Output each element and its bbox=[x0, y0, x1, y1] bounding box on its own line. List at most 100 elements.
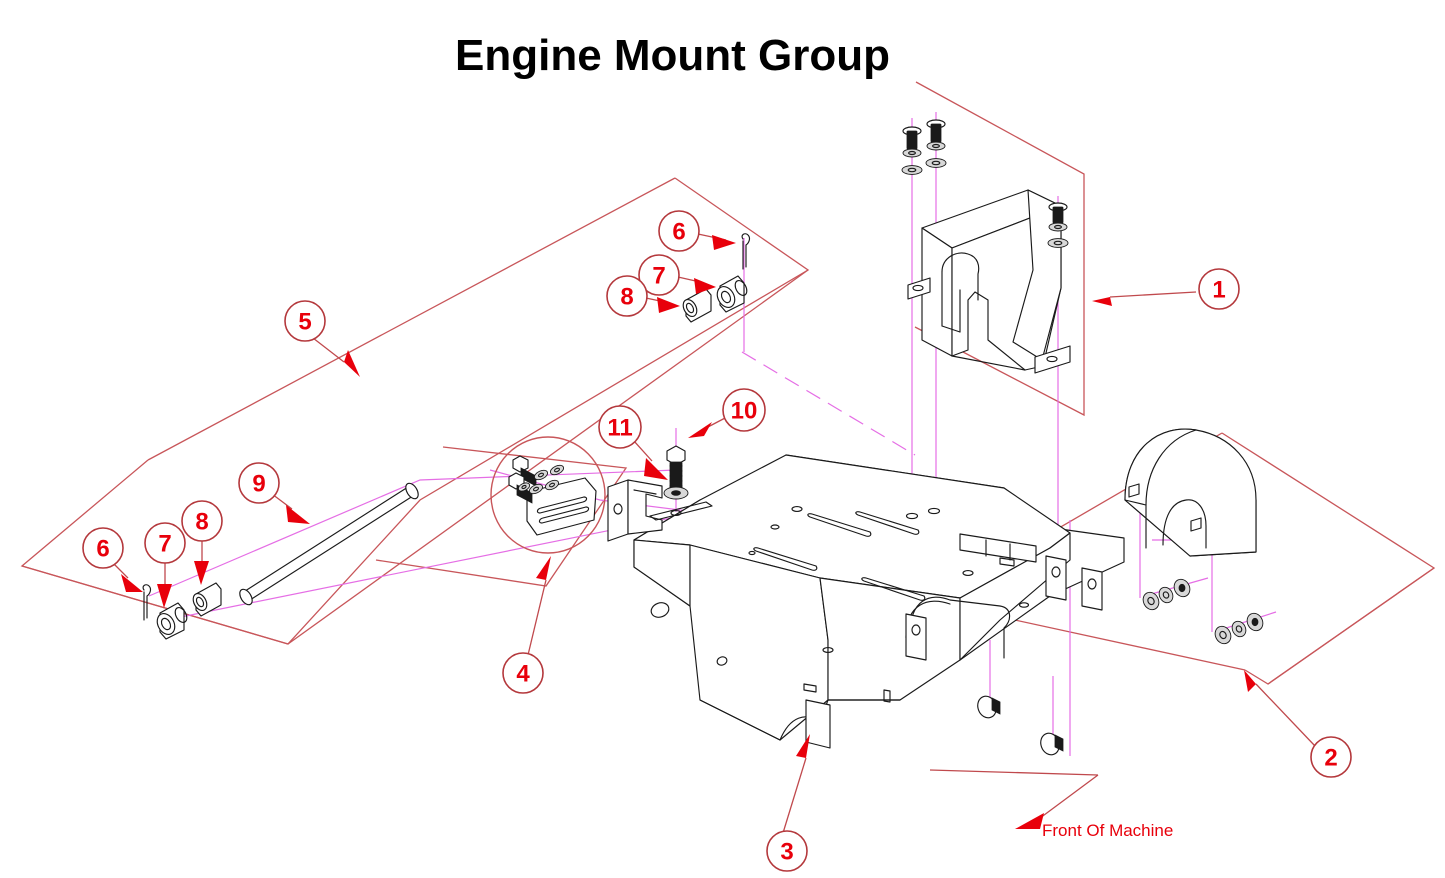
page-title: Engine Mount Group bbox=[455, 31, 890, 80]
plain-bushing-upper bbox=[682, 288, 712, 323]
callout-10-ring bbox=[722, 388, 766, 432]
callout-1-ring bbox=[1198, 268, 1240, 310]
callout-7b-label: 7 bbox=[158, 531, 171, 558]
belt-guard-cover bbox=[1124, 428, 1257, 557]
callout-1[interactable]: 1 bbox=[1198, 268, 1240, 310]
flanged-bushing-upper bbox=[716, 275, 748, 313]
callout-7-label: 7 bbox=[652, 263, 665, 290]
centerline-diagonal bbox=[741, 351, 916, 456]
callout-5-ring bbox=[284, 300, 326, 342]
arrowhead-4 bbox=[536, 556, 551, 580]
group-boundary-left bbox=[20, 177, 810, 645]
callout-8b-label: 8 bbox=[195, 509, 208, 536]
callout-7-upper[interactable]: 7 bbox=[638, 254, 680, 296]
group-boundary-bracket bbox=[914, 81, 1085, 417]
callout-3-label: 3 bbox=[780, 839, 793, 866]
front-of-machine-note: Front Of Machine bbox=[929, 769, 1173, 840]
flanged-bushing-lower bbox=[156, 602, 188, 640]
pivot-rod bbox=[239, 482, 419, 606]
upright-channel-bracket bbox=[607, 479, 713, 542]
callout-8-label: 8 bbox=[620, 284, 633, 311]
callout-6-lower[interactable]: 6 bbox=[82, 527, 124, 569]
leader-1 bbox=[1109, 291, 1197, 298]
hex-head-bolt bbox=[666, 445, 686, 491]
leader-5 bbox=[312, 337, 345, 363]
callout-5-label: 5 bbox=[298, 309, 311, 336]
arrowhead-6 bbox=[712, 235, 736, 250]
callout-11-ring bbox=[598, 405, 642, 449]
arrowhead-8 bbox=[657, 297, 680, 313]
bracket-fastener-stack-b bbox=[925, 119, 947, 168]
slotted-adjuster-plate bbox=[526, 477, 597, 536]
cotter-pin-lower bbox=[142, 584, 152, 621]
arrowhead-10 bbox=[688, 422, 712, 438]
group-boundary-adjuster bbox=[375, 446, 628, 587]
callout-1-label: 1 bbox=[1212, 277, 1225, 304]
front-leader-line-2 bbox=[929, 769, 1099, 776]
callout-4[interactable]: 4 bbox=[502, 652, 544, 694]
plain-bushing-lower bbox=[192, 582, 222, 617]
arrowhead-3 bbox=[796, 734, 810, 758]
engine-mount-bracket bbox=[907, 189, 1071, 374]
group-boundary-left-edge3 bbox=[21, 565, 289, 645]
callout-3[interactable]: 3 bbox=[766, 830, 808, 872]
callout-11-label: 11 bbox=[607, 415, 632, 442]
leader-2 bbox=[1255, 683, 1316, 747]
callout-11[interactable]: 11 bbox=[598, 405, 642, 449]
callout-9[interactable]: 9 bbox=[238, 462, 280, 504]
engine-base-pan bbox=[633, 454, 1125, 749]
leader-3 bbox=[782, 757, 807, 834]
callout-3-ring bbox=[766, 830, 808, 872]
pan-carriage-bolt-right bbox=[1040, 732, 1064, 756]
arrowhead-7 bbox=[694, 278, 716, 294]
arrowhead-8b bbox=[194, 561, 209, 585]
callout-6-ring bbox=[658, 210, 700, 252]
arrowhead-1 bbox=[1092, 297, 1112, 306]
callout-7-lower[interactable]: 7 bbox=[144, 522, 186, 564]
callout-8-upper[interactable]: 8 bbox=[606, 275, 648, 317]
arrowhead-7b bbox=[157, 584, 172, 608]
callout-8b-ring bbox=[181, 500, 223, 542]
group-boundary-right-d bbox=[1267, 567, 1435, 685]
callout-9-label: 9 bbox=[252, 471, 265, 498]
callout-10-label: 10 bbox=[731, 398, 758, 425]
front-arrowhead bbox=[1015, 813, 1044, 829]
callout-8-lower[interactable]: 8 bbox=[181, 500, 223, 542]
arrowhead-9 bbox=[286, 505, 310, 524]
arrowhead-2 bbox=[1244, 670, 1256, 692]
cover-nut-stack-right bbox=[1214, 612, 1264, 645]
callout-9-ring bbox=[238, 462, 280, 504]
callout-10[interactable]: 10 bbox=[722, 388, 766, 432]
arrowhead-11 bbox=[644, 458, 668, 480]
callout-6-upper[interactable]: 6 bbox=[658, 210, 700, 252]
callout-2[interactable]: 2 bbox=[1310, 736, 1352, 778]
centerline-rod-lower bbox=[148, 469, 677, 597]
callout-6b-label: 6 bbox=[96, 536, 109, 563]
leader-9 bbox=[271, 493, 293, 510]
cover-nut-stack-left bbox=[1142, 578, 1191, 611]
callout-4-ring bbox=[502, 652, 544, 694]
arrowhead-5 bbox=[344, 350, 360, 377]
callout-5[interactable]: 5 bbox=[284, 300, 326, 342]
group-boundary-left-edge bbox=[147, 177, 676, 461]
bracket-fastener-stack-c bbox=[1047, 202, 1069, 248]
leader-4 bbox=[527, 579, 547, 656]
callout-8-ring bbox=[606, 275, 648, 317]
callout-4-label: 4 bbox=[516, 661, 530, 688]
callout-6b-ring bbox=[82, 527, 124, 569]
arrowhead-6b bbox=[121, 574, 143, 592]
leader-11 bbox=[633, 440, 653, 462]
callout-7-ring bbox=[638, 254, 680, 296]
bracket-fastener-stack-a bbox=[901, 126, 923, 175]
pan-carriage-bolt-left bbox=[977, 695, 1001, 719]
front-of-machine-label: Front Of Machine bbox=[1042, 821, 1173, 840]
callout-2-ring bbox=[1310, 736, 1352, 778]
lock-washer bbox=[663, 486, 689, 500]
group-boundary-right bbox=[1221, 432, 1436, 685]
detail-view-circle bbox=[490, 436, 606, 554]
callout-2-label: 2 bbox=[1324, 745, 1337, 772]
callout-6-label: 6 bbox=[672, 219, 685, 246]
group-boundary-left-edge2 bbox=[287, 269, 809, 645]
